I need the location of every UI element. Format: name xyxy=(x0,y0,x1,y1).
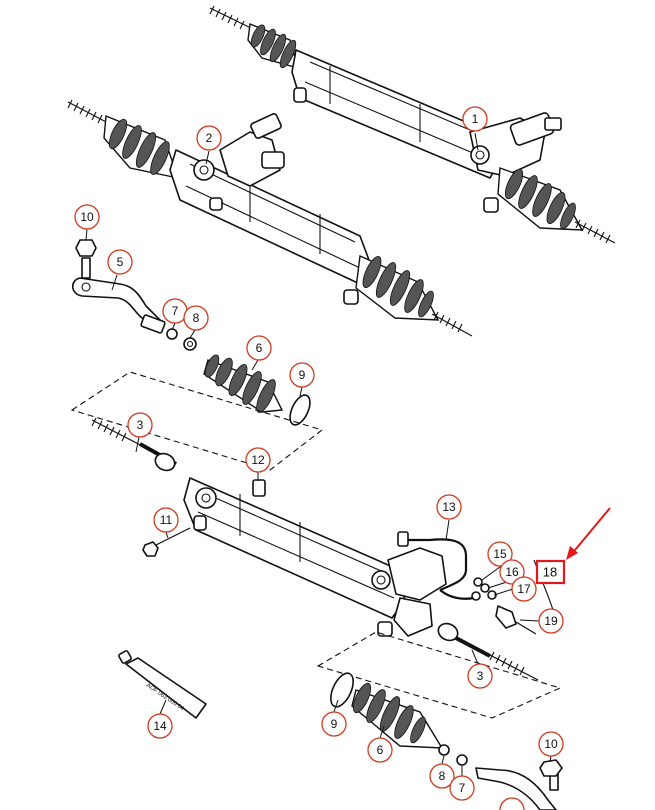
kit-outline-left xyxy=(70,371,324,471)
steering-rack-bottom xyxy=(183,477,475,637)
svg-text:2: 2 xyxy=(206,131,213,145)
tie-rod-end-left xyxy=(71,239,197,351)
svg-text:13: 13 xyxy=(442,500,456,514)
boot-right xyxy=(330,672,444,749)
inner-tie-rod-left xyxy=(91,417,177,472)
svg-text:8: 8 xyxy=(193,311,200,325)
svg-text:19: 19 xyxy=(544,614,558,628)
svg-text:7: 7 xyxy=(172,304,179,318)
svg-text:10: 10 xyxy=(80,210,94,224)
svg-text:1: 1 xyxy=(472,112,479,126)
callout-9-bottom: 9 xyxy=(321,711,347,737)
svg-text:10: 10 xyxy=(544,737,558,751)
clip xyxy=(252,479,266,497)
inner-tie-rod-right xyxy=(437,622,539,681)
svg-text:3: 3 xyxy=(137,418,144,432)
svg-text:14: 14 xyxy=(153,719,167,733)
highlight-callout-18: 18 xyxy=(535,559,566,585)
callout-7-bottom: 7 xyxy=(449,775,475,801)
svg-text:6: 6 xyxy=(256,341,263,355)
svg-text:6: 6 xyxy=(377,743,384,757)
callout-3-top: 3 xyxy=(127,412,153,438)
grease-tube: AOF 063 000 04 xyxy=(118,650,207,719)
callout-14: 14 xyxy=(147,713,173,739)
callout-17: 17 xyxy=(511,576,537,602)
callout-10-bottom: 10 xyxy=(538,731,564,757)
callout-3-bottom: 3 xyxy=(467,663,493,689)
callout-7-top: 7 xyxy=(162,298,188,324)
svg-text:11: 11 xyxy=(160,513,173,527)
leader-lines xyxy=(85,132,552,776)
callout-9-top: 9 xyxy=(289,362,315,388)
seal-set xyxy=(471,559,557,635)
callout-12: 12 xyxy=(245,447,271,473)
callout-6-top: 6 xyxy=(246,335,272,361)
svg-text:9: 9 xyxy=(331,717,338,731)
callout-6-bottom: 6 xyxy=(367,737,393,763)
svg-text:9: 9 xyxy=(299,368,306,382)
steering-rack-top xyxy=(209,5,616,244)
svg-text:16: 16 xyxy=(505,565,519,579)
svg-text:8: 8 xyxy=(439,769,446,783)
boot-left xyxy=(203,354,311,426)
svg-text:3: 3 xyxy=(477,669,484,683)
kit-outline-right xyxy=(316,631,562,719)
callout-10-top: 10 xyxy=(74,204,100,230)
callout-2: 2 xyxy=(196,125,222,151)
callout-11: 11 xyxy=(153,507,179,533)
svg-text:12: 12 xyxy=(251,453,265,467)
callout-1: 1 xyxy=(462,106,488,132)
callout-8-bottom: 8 xyxy=(429,763,455,789)
steering-rack-middle xyxy=(67,99,473,337)
callout-19: 19 xyxy=(538,608,564,634)
callout-partial-bottom xyxy=(499,797,525,810)
callout-13: 13 xyxy=(436,494,462,520)
svg-text:15: 15 xyxy=(493,547,507,561)
svg-text:5: 5 xyxy=(117,255,124,269)
red-arrow-icon xyxy=(566,507,611,560)
svg-text:7: 7 xyxy=(459,781,466,795)
callout-15: 15 xyxy=(487,541,513,567)
svg-text:17: 17 xyxy=(517,582,531,596)
tie-rod-end-right xyxy=(438,744,563,810)
svg-text:18: 18 xyxy=(543,565,557,580)
bolt xyxy=(142,527,191,557)
callout-5: 5 xyxy=(107,249,133,275)
callout-8-top: 8 xyxy=(183,305,209,331)
